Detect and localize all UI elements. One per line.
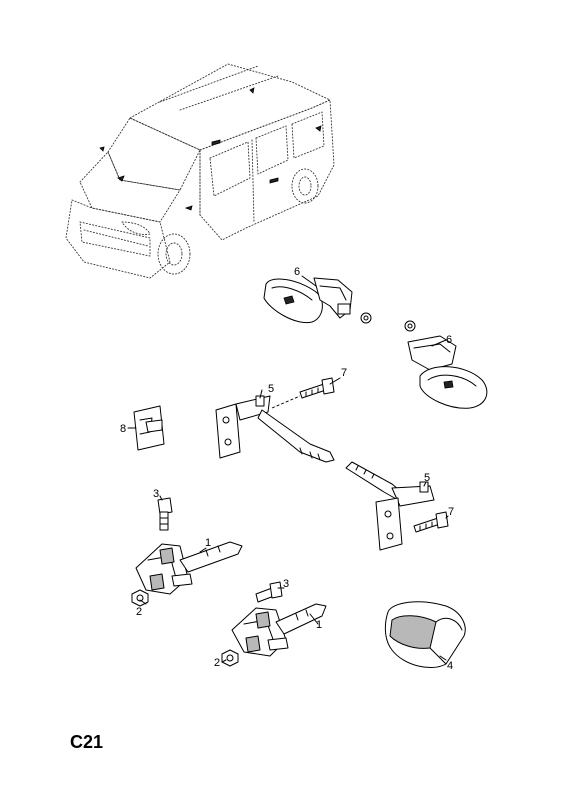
callout-1-upper: 1 <box>205 537 211 549</box>
callout-1-lower: 1 <box>316 619 322 631</box>
diagram-code: C21 <box>70 732 104 752</box>
callout-4: 4 <box>447 660 453 672</box>
callout-3-lower: 3 <box>283 578 289 590</box>
callout-leaders <box>127 275 449 663</box>
part-4-cover <box>384 601 466 668</box>
callout-5-lower: 5 <box>424 472 430 484</box>
callout-2-upper: 2 <box>136 606 142 618</box>
part-3-bolt-upper <box>157 497 173 531</box>
callout-6-lower: 6 <box>446 334 452 346</box>
part-6-interior-handle-upper <box>263 277 372 324</box>
callout-7-upper: 7 <box>341 367 347 379</box>
callout-labels: 6 6 7 5 8 5 7 3 1 2 3 1 2 4 <box>120 266 454 672</box>
part-7-bolt-lower <box>413 511 449 533</box>
callout-6-upper: 6 <box>294 266 300 278</box>
part-1-door-check-upper <box>135 541 243 595</box>
callout-7-lower: 7 <box>448 506 454 518</box>
part-7-bolt-upper <box>299 377 335 399</box>
part-2-nut-upper <box>131 589 149 607</box>
part-5-check-strap-lower <box>345 461 435 551</box>
part-5-check-strap-upper <box>215 395 335 463</box>
part-1-door-check-lower <box>231 603 327 657</box>
part-6-interior-handle-lower <box>404 320 488 409</box>
callout-5-upper: 5 <box>268 383 274 395</box>
part-2-nut-lower <box>221 649 239 667</box>
callout-2-lower: 2 <box>214 657 220 669</box>
part-3-bolt-lower <box>255 581 283 603</box>
van-illustration <box>65 63 335 279</box>
callout-3-upper: 3 <box>153 488 159 500</box>
part-8-shim-plate <box>133 405 165 451</box>
callout-8: 8 <box>120 423 126 435</box>
